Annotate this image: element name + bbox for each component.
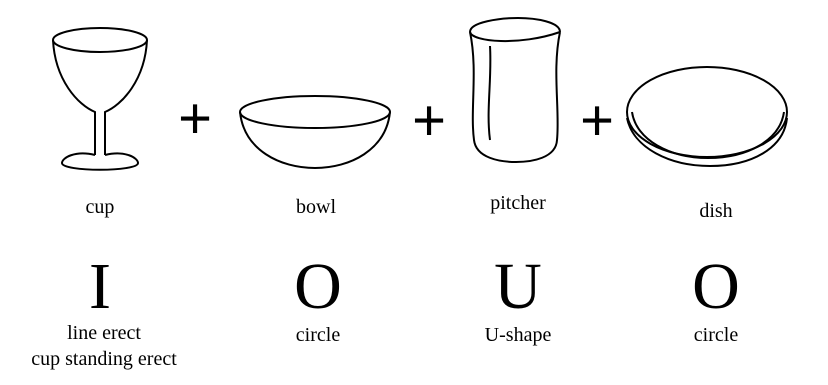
bowl-label: bowl — [296, 196, 336, 218]
pitcher-label: pitcher — [490, 192, 546, 214]
pitcher-letter: U — [494, 250, 542, 323]
dish-shape: circle — [693, 324, 739, 346]
bowl-letter: O — [294, 250, 342, 323]
bowl-icon — [239, 95, 391, 170]
plus-sign-2: + — [412, 88, 446, 153]
cup-letter: I — [89, 250, 111, 323]
pitcher-icon — [469, 16, 561, 164]
pitcher-shape: U-shape — [484, 324, 552, 346]
dish-letter: O — [692, 250, 740, 323]
cup-label: cup — [85, 196, 115, 218]
plus-sign-3: + — [580, 88, 614, 153]
cup-shape-line-1: line erect — [67, 322, 141, 344]
dish-label: dish — [699, 200, 733, 222]
cup-shape-line-2: cup standing erect — [31, 348, 177, 370]
cup-icon — [52, 27, 148, 171]
dish-icon — [626, 66, 788, 168]
bowl-shape: circle — [295, 324, 341, 346]
plus-sign-1: + — [178, 86, 212, 151]
